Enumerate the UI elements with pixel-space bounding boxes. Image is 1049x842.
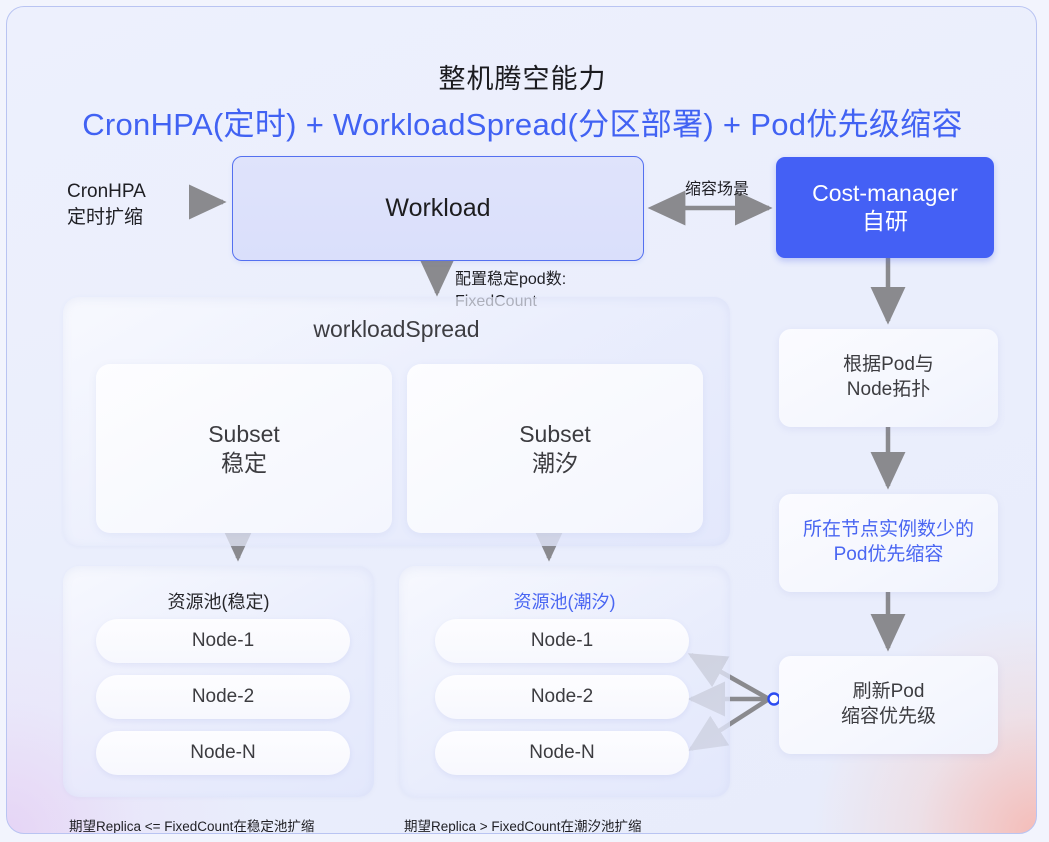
diagram-canvas: 整机腾空能力 CronHPA(定时) + WorkloadSpread(分区部署…: [6, 6, 1037, 834]
cronhpa-label-line2: 定时扩缩: [67, 206, 144, 228]
step2-line2: Pod优先缩容: [833, 544, 944, 565]
subset-tidal-sub: 潮汐: [532, 449, 578, 476]
resource-pool-stable-caption: 期望Replica <= FixedCount在稳定池扩缩: [69, 819, 315, 834]
node-pill-tidal-n[interactable]: Node-N: [435, 731, 689, 775]
cronhpa-label-line1: CronHPA: [67, 181, 146, 202]
subset-stable-card[interactable]: Subset 稳定: [96, 364, 392, 533]
step3-line1: 刷新Pod: [852, 681, 925, 703]
node-label: Node-N: [190, 742, 256, 763]
step-card-fewest-instances-pod[interactable]: 所在节点实例数少的 Pod优先缩容: [779, 494, 998, 592]
node-label: Node-1: [530, 630, 594, 651]
cronhpa-label: CronHPA 定时扩缩: [67, 179, 192, 230]
node-label: Node-2: [530, 686, 594, 707]
subset-stable-title: Subset: [208, 420, 280, 447]
node-pill-tidal-2[interactable]: Node-2: [435, 675, 689, 719]
page-title: 整机腾空能力: [438, 64, 607, 94]
node-pill-stable-1[interactable]: Node-1: [96, 619, 350, 663]
node-pill-stable-2[interactable]: Node-2: [96, 675, 350, 719]
node-pill-stable-n[interactable]: Node-N: [96, 731, 350, 775]
node-label: Node-N: [529, 742, 595, 763]
subset-stable-sub: 稳定: [221, 449, 267, 476]
node-label: Node-2: [191, 686, 255, 707]
page-subtitle: CronHPA(定时) + WorkloadSpread(分区部署) + Pod…: [82, 107, 963, 142]
step1-line2: Node拓扑: [846, 379, 931, 400]
fixedcount-line1: 配置稳定pod数:: [455, 271, 567, 288]
step-card-refresh-pod-priority[interactable]: 刷新Pod 缩容优先级: [779, 656, 998, 754]
node-label: Node-1: [191, 630, 255, 651]
workloadspread-label: workloadSpread: [313, 316, 480, 342]
step2-line1: 所在节点实例数少的: [802, 519, 974, 541]
step3-line2: 缩容优先级: [840, 706, 936, 727]
resource-pool-tidal-caption: 期望Replica > FixedCount在潮汐池扩缩: [404, 819, 642, 834]
cost-manager-line1: Cost-manager: [812, 180, 958, 207]
step-card-pod-node-topology[interactable]: 根据Pod与 Node拓扑: [779, 329, 998, 427]
workload-label: Workload: [385, 194, 491, 222]
subset-tidal-title: Subset: [519, 420, 591, 447]
cost-manager-box[interactable]: Cost-manager 自研: [776, 157, 994, 258]
resource-pool-stable-label: 资源池(稳定): [167, 592, 270, 612]
step1-line1: 根据Pod与: [843, 354, 934, 376]
node-pill-tidal-1[interactable]: Node-1: [435, 619, 689, 663]
cost-manager-line2: 自研: [862, 207, 908, 234]
workload-box[interactable]: Workload: [232, 156, 644, 261]
subset-tidal-card[interactable]: Subset 潮汐: [407, 364, 703, 533]
scale-down-scene-label: 缩容场景: [684, 181, 749, 198]
resource-pool-tidal-label: 资源池(潮汐): [513, 592, 616, 612]
